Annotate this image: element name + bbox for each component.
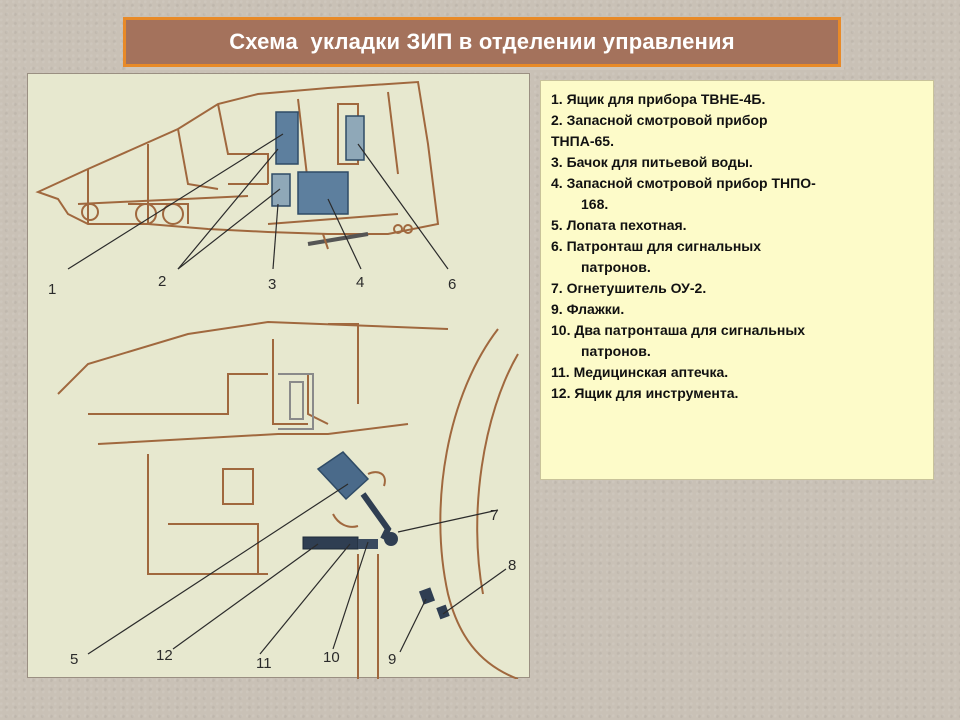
callout-1: 1 <box>48 281 56 298</box>
callout-4: 4 <box>356 274 364 291</box>
callout-9: 9 <box>388 651 396 668</box>
bottom-leader-lines <box>87 483 507 655</box>
top-view-drawing <box>35 80 440 250</box>
callout-6: 6 <box>448 276 456 293</box>
legend-item-11: 11. Медицинская аптечка. <box>551 364 729 380</box>
callout-10: 10 <box>323 649 340 666</box>
legend-item-9: 9. Флажки. <box>551 301 625 317</box>
bottom-view-drawing <box>57 320 519 679</box>
bottom-callouts: 7 8 5 12 11 10 9 <box>70 507 516 672</box>
page-title: Схема укладки ЗИП в отделении управления <box>229 29 735 54</box>
stowage-diagram: 1 2 3 4 6 <box>35 80 519 679</box>
callout-11: 11 <box>256 655 272 672</box>
top-callouts: 1 2 3 4 6 <box>48 273 456 298</box>
diagram-image: 1 2 3 4 6 <box>27 73 530 679</box>
legend-panel: 1. Ящик для прибора ТВНЕ-4Б. 2. Запасной… <box>540 80 934 480</box>
callout-2: 2 <box>158 273 166 290</box>
legend-item-5: 5. Лопата пехотная. <box>551 217 687 233</box>
callout-12: 12 <box>156 647 173 664</box>
callout-3: 3 <box>268 276 276 293</box>
bottom-equipment <box>302 451 450 620</box>
legend-item-7: 7. Огнетушитель ОУ-2. <box>551 280 707 296</box>
legend-item-3: 3. Бачок для питьевой воды. <box>551 154 753 170</box>
legend-item-12: 12. Ящик для инструмента. <box>551 385 739 401</box>
lower-light-box <box>278 373 314 430</box>
callout-7: 7 <box>490 507 498 524</box>
top-leader-lines <box>67 133 449 270</box>
top-equipment <box>271 111 365 215</box>
legend-item-1: 1. Ящик для прибора ТВНЕ-4Б. <box>551 91 766 107</box>
callout-5: 5 <box>70 651 78 668</box>
legend-item-4: 4. Запасной смотровой прибор ТНПО-168. <box>551 175 816 212</box>
callout-8: 8 <box>508 557 516 574</box>
title-bar: Схема укладки ЗИП в отделении управления <box>123 17 841 67</box>
